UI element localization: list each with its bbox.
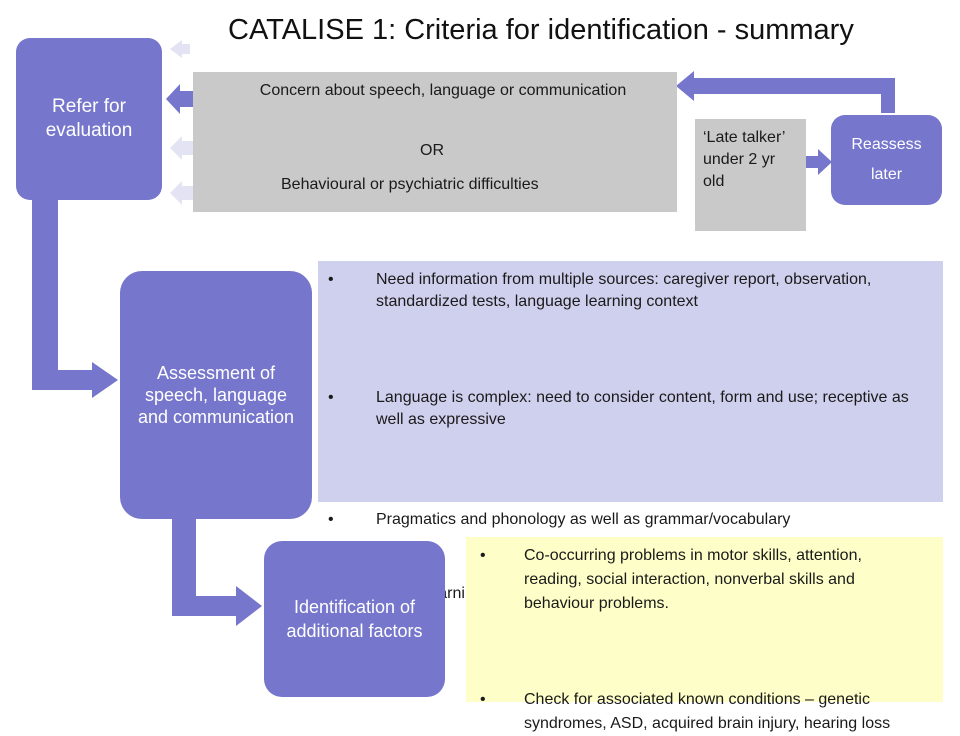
concern-box: Concern about speech, language or commun… <box>193 72 677 212</box>
faint-arrow-1 <box>170 40 190 58</box>
concern-line-2: Behavioural or psychiatric difficulties <box>281 176 539 193</box>
additional-factors-box: • Co-occurring problems in motor skills,… <box>466 537 943 732</box>
factor-point: • Co-occurring problems in motor skills,… <box>480 544 920 616</box>
refer-label: Refer for evaluation <box>45 96 133 141</box>
assessment-points-box: • Need information from multiple sources… <box>318 261 943 602</box>
reassess-line-1: Reassess <box>851 136 922 153</box>
refer-for-evaluation-box: Refer for evaluation <box>16 38 162 200</box>
faint-arrow-2 <box>170 136 196 160</box>
reassess-line-2: later <box>870 166 903 183</box>
factor-point: • Check for associated known conditions … <box>480 688 920 736</box>
late-talker-label: ‘Late talker’ under 2 yr old <box>703 129 785 190</box>
bullet-marker: • <box>328 389 334 406</box>
late-to-reassess-arrow <box>806 149 832 175</box>
assessment-point-text: Need information from multiple sources: … <box>376 271 872 310</box>
concern-line-1: Concern about speech, language or commun… <box>259 82 627 99</box>
assessment-label: Assessment of speech, language and commu… <box>137 363 295 427</box>
assessment-point-text: Language is complex: need to consider co… <box>376 389 909 428</box>
identification-box: Identification of additional factors <box>264 541 445 697</box>
assessment-point: • Need information from multiple sources… <box>328 269 933 313</box>
refer-to-assessment-arrow <box>32 200 118 398</box>
connector-arrows <box>32 40 895 626</box>
assessment-points-list: • Need information from multiple sources… <box>318 261 943 602</box>
bullet-marker: • <box>328 511 334 528</box>
reassess-later-box: Reassess later <box>831 115 942 205</box>
concern-to-refer-arrow <box>166 84 196 114</box>
assessment-point-text: Pragmatics and phonology as well as gram… <box>376 511 791 528</box>
bullet-marker: • <box>480 691 486 708</box>
assessment-box: Assessment of speech, language and commu… <box>120 271 312 519</box>
bullet-marker: • <box>480 547 486 564</box>
faint-arrow-3 <box>170 181 196 205</box>
assessment-to-identification-arrow <box>172 518 262 626</box>
late-talker-box: ‘Late talker’ under 2 yr old <box>695 119 806 231</box>
assessment-point: • Pragmatics and phonology as well as gr… <box>328 509 933 531</box>
identification-label: Identification of additional factors <box>286 597 423 641</box>
assessment-point: • Language is complex: need to consider … <box>328 387 933 431</box>
factor-points-list: • Co-occurring problems in motor skills,… <box>466 537 943 732</box>
factor-point-text: Co-occurring problems in motor skills, a… <box>524 547 862 612</box>
bullet-marker: • <box>328 271 334 288</box>
page-title: CATALISE 1: Criteria for identification … <box>228 14 854 46</box>
concern-or: OR <box>420 142 444 159</box>
reassess-to-concern-arrow <box>676 71 895 113</box>
factor-point-text: Check for associated known conditions – … <box>524 691 891 732</box>
